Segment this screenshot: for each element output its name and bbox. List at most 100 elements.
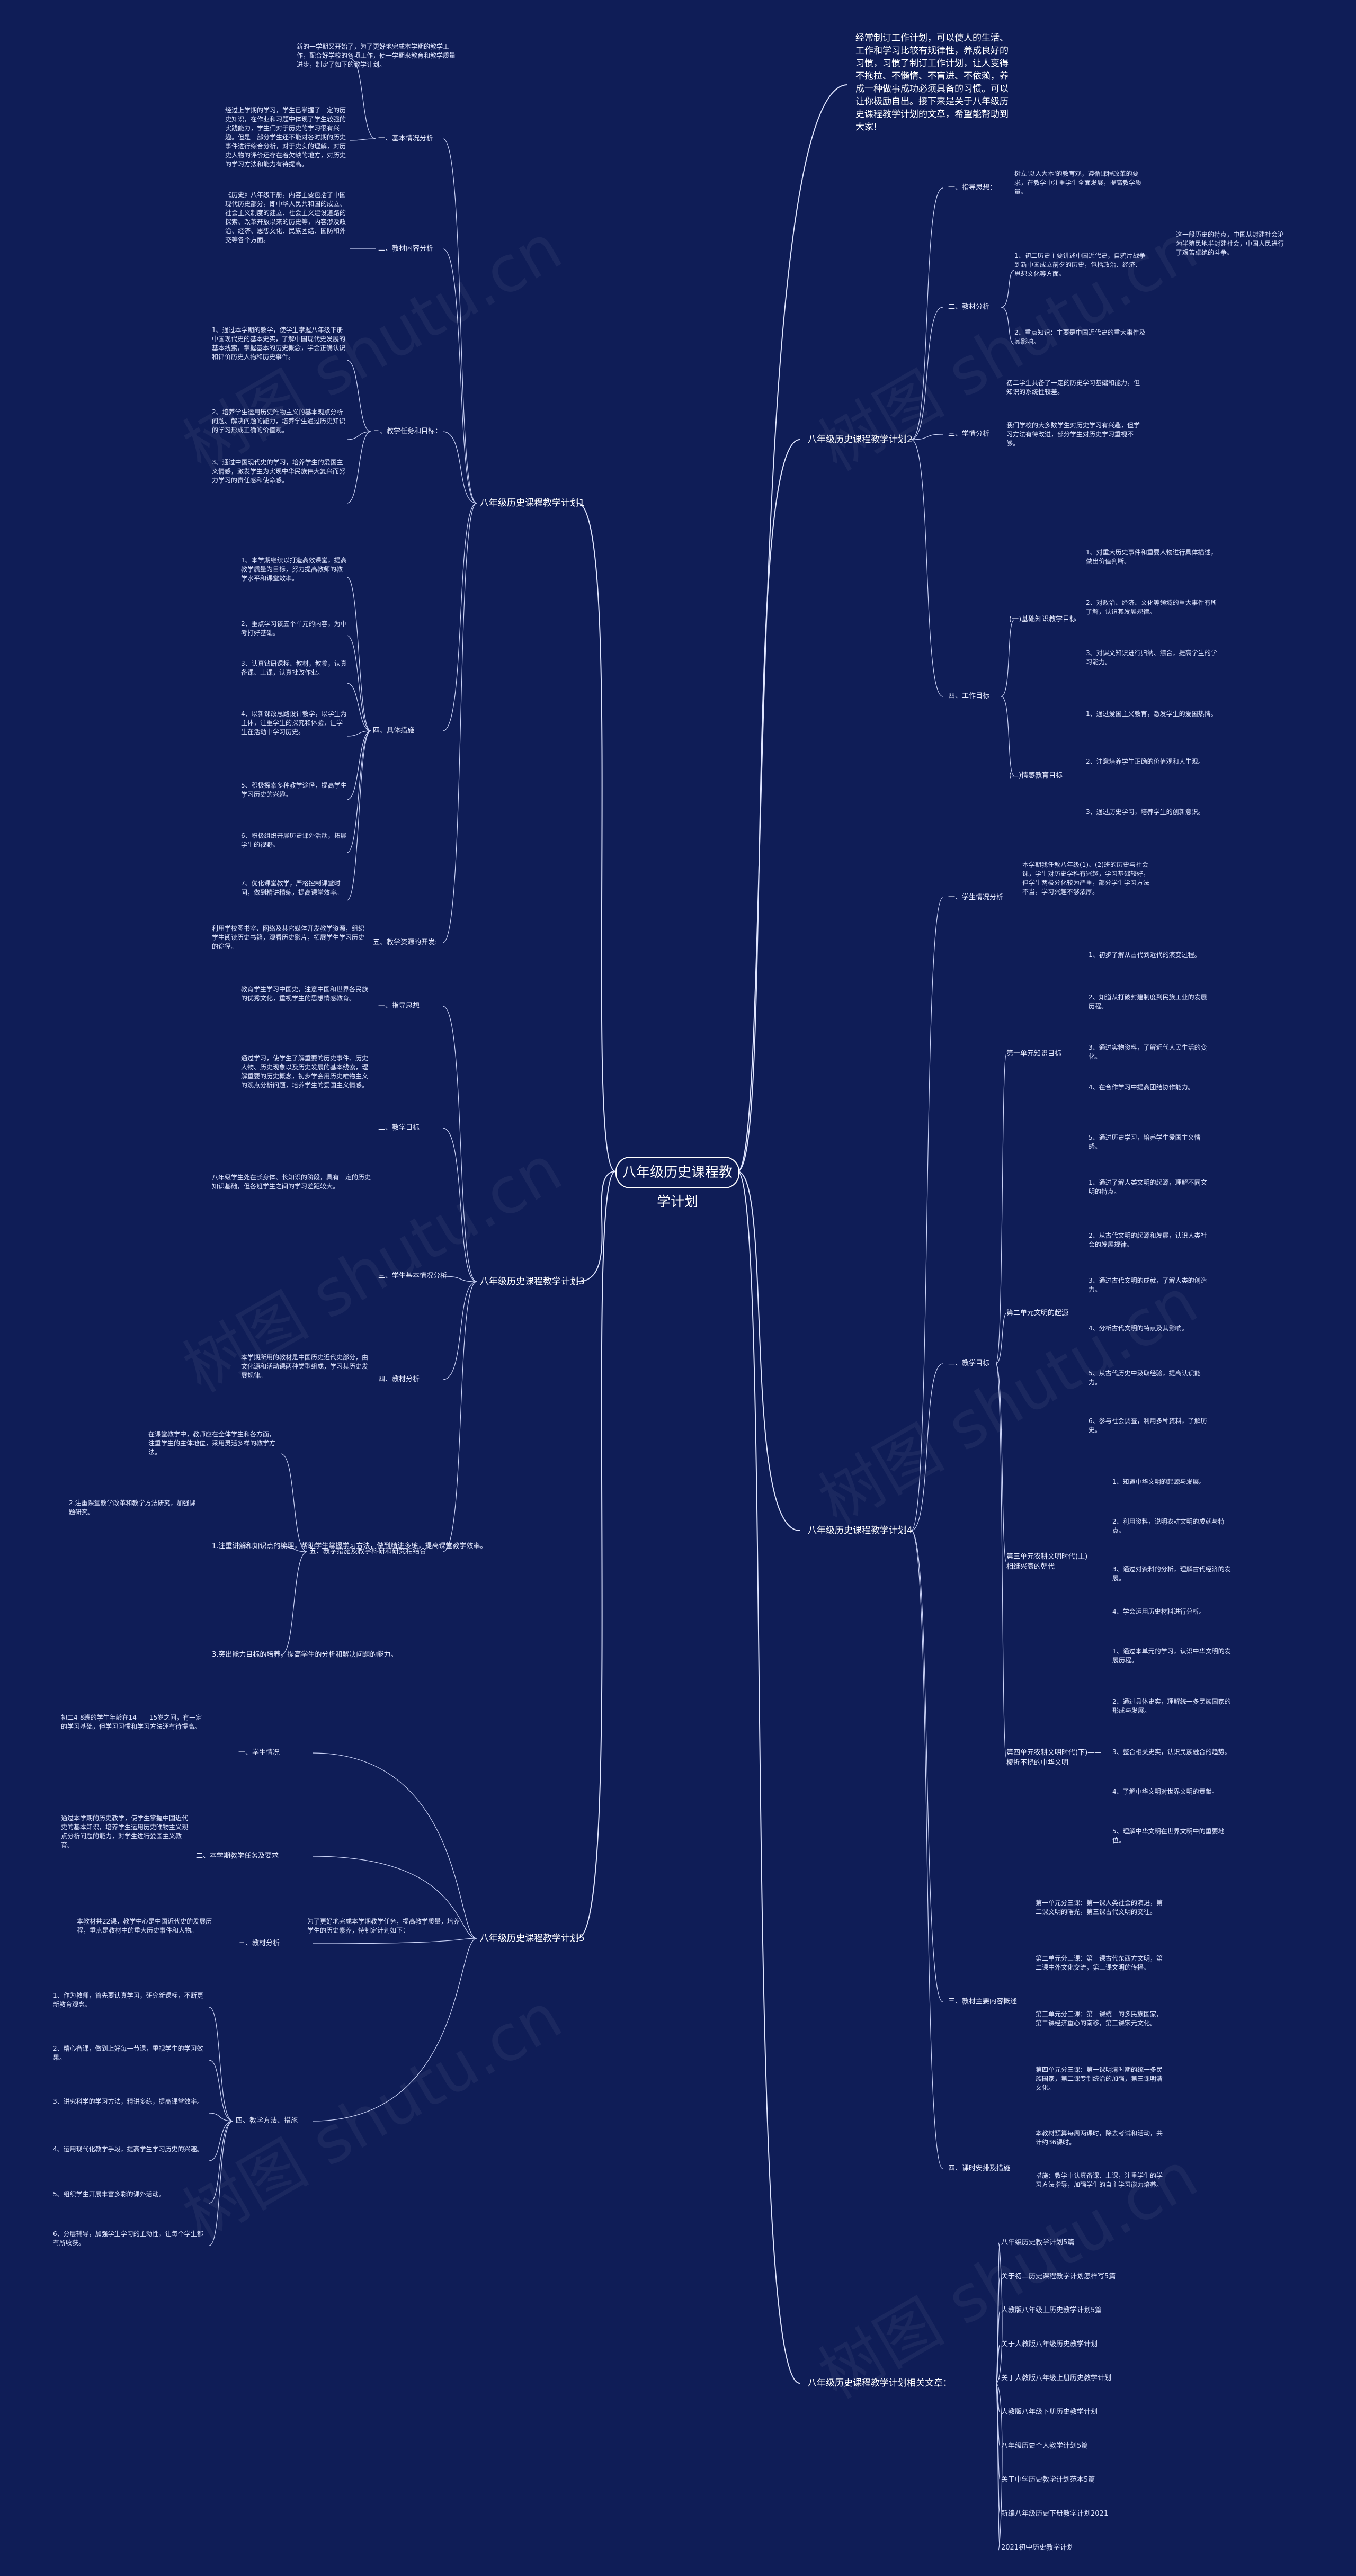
plan4-s2d-item-1: 1、通过本单元的学习，认识中华文明的发展历程。	[1112, 1648, 1231, 1664]
plan3-section-2[interactable]: 二、教学目标	[378, 1124, 420, 1132]
related-article-link[interactable]: 关于中学历史教学计划范本5篇	[1001, 2476, 1095, 2484]
plan2-s4-group-2[interactable]: (二)情感教育目标	[1009, 772, 1063, 780]
related-article-link[interactable]: 八年级历史教学计划5篇	[1001, 2239, 1075, 2247]
plan4-s2-group-1[interactable]: 第一单元知识目标	[1006, 1050, 1062, 1058]
plan4-s2c-item-1: 1、知道中华文明的起源与发展。	[1112, 1478, 1206, 1486]
plan4-s2d-item-5: 5、理解中华文明在世界文明中的重要地位。	[1112, 1828, 1225, 1844]
plan4-s2-group-4[interactable]: 第四单元农耕文明时代(下)——棱折不挠的中华文明	[1006, 1749, 1102, 1767]
plan1-s4-item-2: 2、重点学习该五个单元的内容，为中考打好基础。	[241, 620, 347, 637]
plan4-s2a-item-5: 5、通过历史学习，培养学生爱国主义情感。	[1089, 1134, 1201, 1150]
plan5-s1-text-a: 初二4-8班的学生年龄在14——15岁之间，有一定的学习基础，但学习习惯和学习方…	[61, 1714, 202, 1730]
plan2-section-4[interactable]: 四、工作目标	[948, 692, 990, 700]
plan3-section-1[interactable]: 一、指导思想	[378, 1002, 420, 1010]
plan4-s2d-item-2: 2、通过具体史实，理解统一多民族国家的形成与发展。	[1112, 1698, 1231, 1714]
intro-text: 经常制订工作计划，可以使人的生活、工作和学习比较有规律性，养成良好的习惯，习惯了…	[855, 33, 1009, 132]
plan4-s2-group-2[interactable]: 第二单元文明的起源	[1006, 1309, 1069, 1317]
plan1-s2-text-a: 《历史》八年级下册，内容主要包括了中国现代历史部分，即中华人民共和国的成立、社会…	[225, 191, 346, 244]
plan2-s4b-item-1: 1、通过爱国主义教育，激发学生的爱国热情。	[1086, 710, 1217, 718]
plan5-section-3[interactable]: 三、教材分析	[238, 1939, 280, 1947]
plan4-s2c-item-3: 3、通过对资料的分析，理解古代经济的发展。	[1112, 1566, 1231, 1582]
plan3-s3-text-a: 八年级学生处在长身体、长知识的阶段，具有一定的历史知识基础，但各班学生之间的学习…	[212, 1174, 371, 1190]
plan5-intro: 为了更好地完成本学期教学任务，提高教学质量，培养学生的历史素养，特制定计划如下：	[307, 1918, 460, 1934]
plan1-s5-text-a: 利用学校图书室、网络及其它媒体开发教学资源，组织学生阅读历史书籍，观看历史影片，…	[212, 925, 365, 950]
plan2-section-2[interactable]: 二、教材分析	[948, 303, 990, 311]
plan5-section-1[interactable]: 一、学生情况	[238, 1749, 280, 1757]
plan4-s2b-item-2: 2、从古代文明的起源和发展，认识人类社会的发展规律。	[1089, 1232, 1207, 1248]
branch-plan-3[interactable]: 八年级历史课程教学计划3	[480, 1276, 585, 1287]
plan4-s2c-item-2: 2、利用资料，说明农耕文明的成就与特点。	[1112, 1518, 1225, 1534]
plan5-s4-item-1: 1、作为教师，首先要认真学习，研究新课标，不断更新教育观念。	[53, 1992, 203, 2008]
plan4-s2d-item-3: 3、整合相关史实，认识民族融合的趋势。	[1112, 1748, 1231, 1756]
plan2-s2-text-a: 1、初二历史主要讲述中国近代史，自鸦片战争到新中国成立前夕的历史，包括政治、经济…	[1014, 252, 1146, 278]
branch-plan-4[interactable]: 八年级历史课程教学计划4	[808, 1525, 913, 1536]
branch-plan-5[interactable]: 八年级历史课程教学计划5	[480, 1933, 585, 1944]
plan2-s4a-item-2: 2、对政治、经济、文化等领域的重大事件有所了解，认识其发展规律。	[1086, 599, 1217, 615]
plan1-section-4[interactable]: 四、具体措施	[373, 727, 415, 735]
plan4-s2a-item-2: 2、知道从打破封建制度到民族工业的发展历程。	[1089, 994, 1207, 1010]
related-article-link[interactable]: 2021初中历史教学计划	[1001, 2544, 1074, 2552]
plan3-s5-item-2[interactable]: 1.注重讲解和知识点的梳理，帮助学生掌握学习方法，做到精讲多练，提高课堂教学效率…	[212, 1542, 487, 1550]
related-article-link[interactable]: 关于人教版八年级历史教学计划	[1001, 2340, 1098, 2348]
plan3-s5-item-2-text: 2.注重课堂教学改革和教学方法研究，加强课题研究。	[69, 1499, 196, 1516]
branch-plan-1[interactable]: 八年级历史课程教学计划1	[480, 498, 585, 508]
plan4-s2b-item-6: 6、参与社会调查，利用多种资料，了解历史。	[1089, 1417, 1207, 1434]
plan1-s4-item-6: 6、积极组织开展历史课外活动，拓展学生的视野。	[241, 832, 347, 848]
plan1-section-2[interactable]: 二、教材内容分析	[378, 245, 434, 253]
plan2-s4a-item-3: 3、对课文知识进行归纳、综合，提高学生的学习能力。	[1086, 649, 1217, 666]
plan1-section-1[interactable]: 一、基本情况分析	[378, 135, 434, 142]
related-article-link[interactable]: 关于初二历史课程教学计划怎样写5篇	[1001, 2273, 1116, 2280]
plan4-s2-group-3[interactable]: 第三单元农耕文明时代(上)——相继兴衰的朝代	[1006, 1553, 1102, 1571]
related-article-link[interactable]: 人教版八年级下册历史教学计划	[1001, 2408, 1098, 2416]
plan4-s4-item-2: 措施：教学中认真备课、上课，注重学生的学习方法指导，加强学生的自主学习能力培养。	[1036, 2172, 1163, 2188]
plan4-s2b-item-1: 1、通过了解人类文明的起源，理解不同文明的特点。	[1089, 1179, 1207, 1195]
branch-plan-2[interactable]: 八年级历史课程教学计划2	[808, 434, 913, 445]
related-connector-line	[995, 2344, 1001, 2384]
plan4-s3-item-1: 第一单元分三课：第一课人类社会的演进，第二课文明的曙光，第三课古代文明的交往。	[1036, 1899, 1163, 1916]
root-node[interactable]: 八年级历史课程教学计划	[615, 1157, 739, 1210]
plan4-s2a-item-3: 3、通过实物资料，了解近代人民生活的变化。	[1089, 1044, 1207, 1060]
plan2-s1-text-a: 树立'以人为本'的教育观，遵循课程改革的要求，在教学中注重学生全面发展，提高教学…	[1014, 170, 1142, 195]
plan4-s2b-item-3: 3、通过古代文明的成就，了解人类的创造力。	[1089, 1277, 1207, 1293]
plan5-section-4[interactable]: 四、教学方法、措施	[236, 2117, 298, 2125]
plan1-s3-text-a: 1、通过本学期的教学，使学生掌握八年级下册中国现代史的基本史实，了解中国现代史发…	[212, 326, 346, 361]
plan2-s4a-item-1: 1、对重大历史事件和重要人物进行具体描述，做出价值判断。	[1086, 549, 1217, 565]
plan4-s1-text-a: 本学期我任教八年级(1)、(2)班的历史与社会课，学生对历史学科有兴趣，学习基础…	[1022, 861, 1150, 896]
plan1-section-5[interactable]: 五、教学资源的开发:	[373, 938, 438, 946]
plan3-s5-item-3[interactable]: 3.突出能力目标的培养，提高学生的分析和解决问题的能力。	[212, 1651, 398, 1659]
plan4-s2c-item-4: 4、学会运用历史材料进行分析。	[1112, 1608, 1206, 1615]
plan4-s3-item-2: 第二单元分三课：第一课古代东西方文明，第二课中外文化交流，第三课文明的传播。	[1036, 1955, 1163, 1971]
plan4-s2a-item-1: 1、初步了解从古代到近代的演变过程。	[1089, 951, 1201, 959]
plan5-s4-item-3: 3、讲究科学的学习方法，精讲多练，提高课堂效率。	[53, 2098, 203, 2105]
related-connector-line	[995, 2378, 1001, 2384]
plan4-s2b-item-5: 5、从古代历史中汲取经验，提高认识能力。	[1089, 1370, 1201, 1386]
plan3-section-5[interactable]: 五、教学措施及教学科研和研究相结合	[309, 1548, 427, 1555]
plan4-section-1[interactable]: 一、学生情况分析	[948, 893, 1004, 901]
plan5-s4-item-6: 6、分层辅导，加强学生学习的主动性，让每个学生都有所收获。	[53, 2230, 203, 2247]
branch-related[interactable]: 八年级历史课程教学计划相关文章：	[808, 2378, 952, 2389]
plan1-section-3[interactable]: 三、教学任务和目标：	[373, 427, 442, 435]
related-article-link[interactable]: 八年级历史个人教学计划5篇	[1001, 2442, 1089, 2450]
plan2-s4-group-1[interactable]: (一)基础知识教学目标	[1009, 615, 1077, 623]
plan4-s2d-item-4: 4、了解中华文明对世界文明的贡献。	[1112, 1788, 1218, 1795]
plan3-section-4[interactable]: 四、教材分析	[378, 1375, 420, 1383]
plan3-section-3[interactable]: 三、学生基本情况分析	[378, 1272, 448, 1280]
plan3-s1-text-a: 教育学生学习中国史，注意中国和世界各民族的优秀文化，重视学生的思想情感教育。	[241, 986, 369, 1002]
plan4-section-3[interactable]: 三、教材主要内容概述	[948, 1998, 1018, 2006]
plan1-s1-text-a: 新的一学期又开始了，为了更好地完成本学期的教学工作，配合好学校的各项工作，使一学…	[297, 43, 456, 68]
plan5-s4-item-2: 2、精心备课，做到上好每一节课，重视学生的学习效果。	[53, 2045, 203, 2061]
plan5-s3-text-a: 本教材共22课，教学中心是中国近代史的发展历程，重点是教材中的重大历史事件和人物…	[77, 1918, 212, 1934]
related-article-link[interactable]: 关于人教版八年级上册历史教学计划	[1001, 2374, 1112, 2382]
plan4-s4-item-1: 本教材预算每周两课时，除去考试和活动，共计约36课时。	[1036, 2130, 1163, 2146]
plan4-section-4[interactable]: 四、课时安排及措施	[948, 2164, 1011, 2172]
plan4-section-2[interactable]: 二、教学目标	[948, 1359, 990, 1367]
plan4-s3-item-4: 第四单元分三课：第一课明清时期的统一多民族国家，第二课专制统治的加强，第三课明清…	[1036, 2066, 1163, 2091]
related-article-link[interactable]: 新编八年级历史下册教学计划2021	[1001, 2510, 1109, 2518]
plan1-s4-item-5: 5、积极探索多种教学途径，提高学生学习历史的兴趣。	[241, 782, 347, 798]
plan5-section-2[interactable]: 二、本学期教学任务及要求	[196, 1852, 279, 1860]
related-article-link[interactable]: 人教版八年级上历史教学计划5篇	[1001, 2306, 1102, 2314]
plan3-s5-text-a: 在课堂教学中，教师应在全体学生和各方面，注重学生的主体地位，采用灵活多样的教学方…	[148, 1430, 276, 1456]
plan2-section-3[interactable]: 三、学情分析	[948, 430, 990, 438]
related-connector-line	[995, 2383, 1001, 2548]
plan2-section-1[interactable]: 一、指导思想：	[948, 184, 997, 192]
